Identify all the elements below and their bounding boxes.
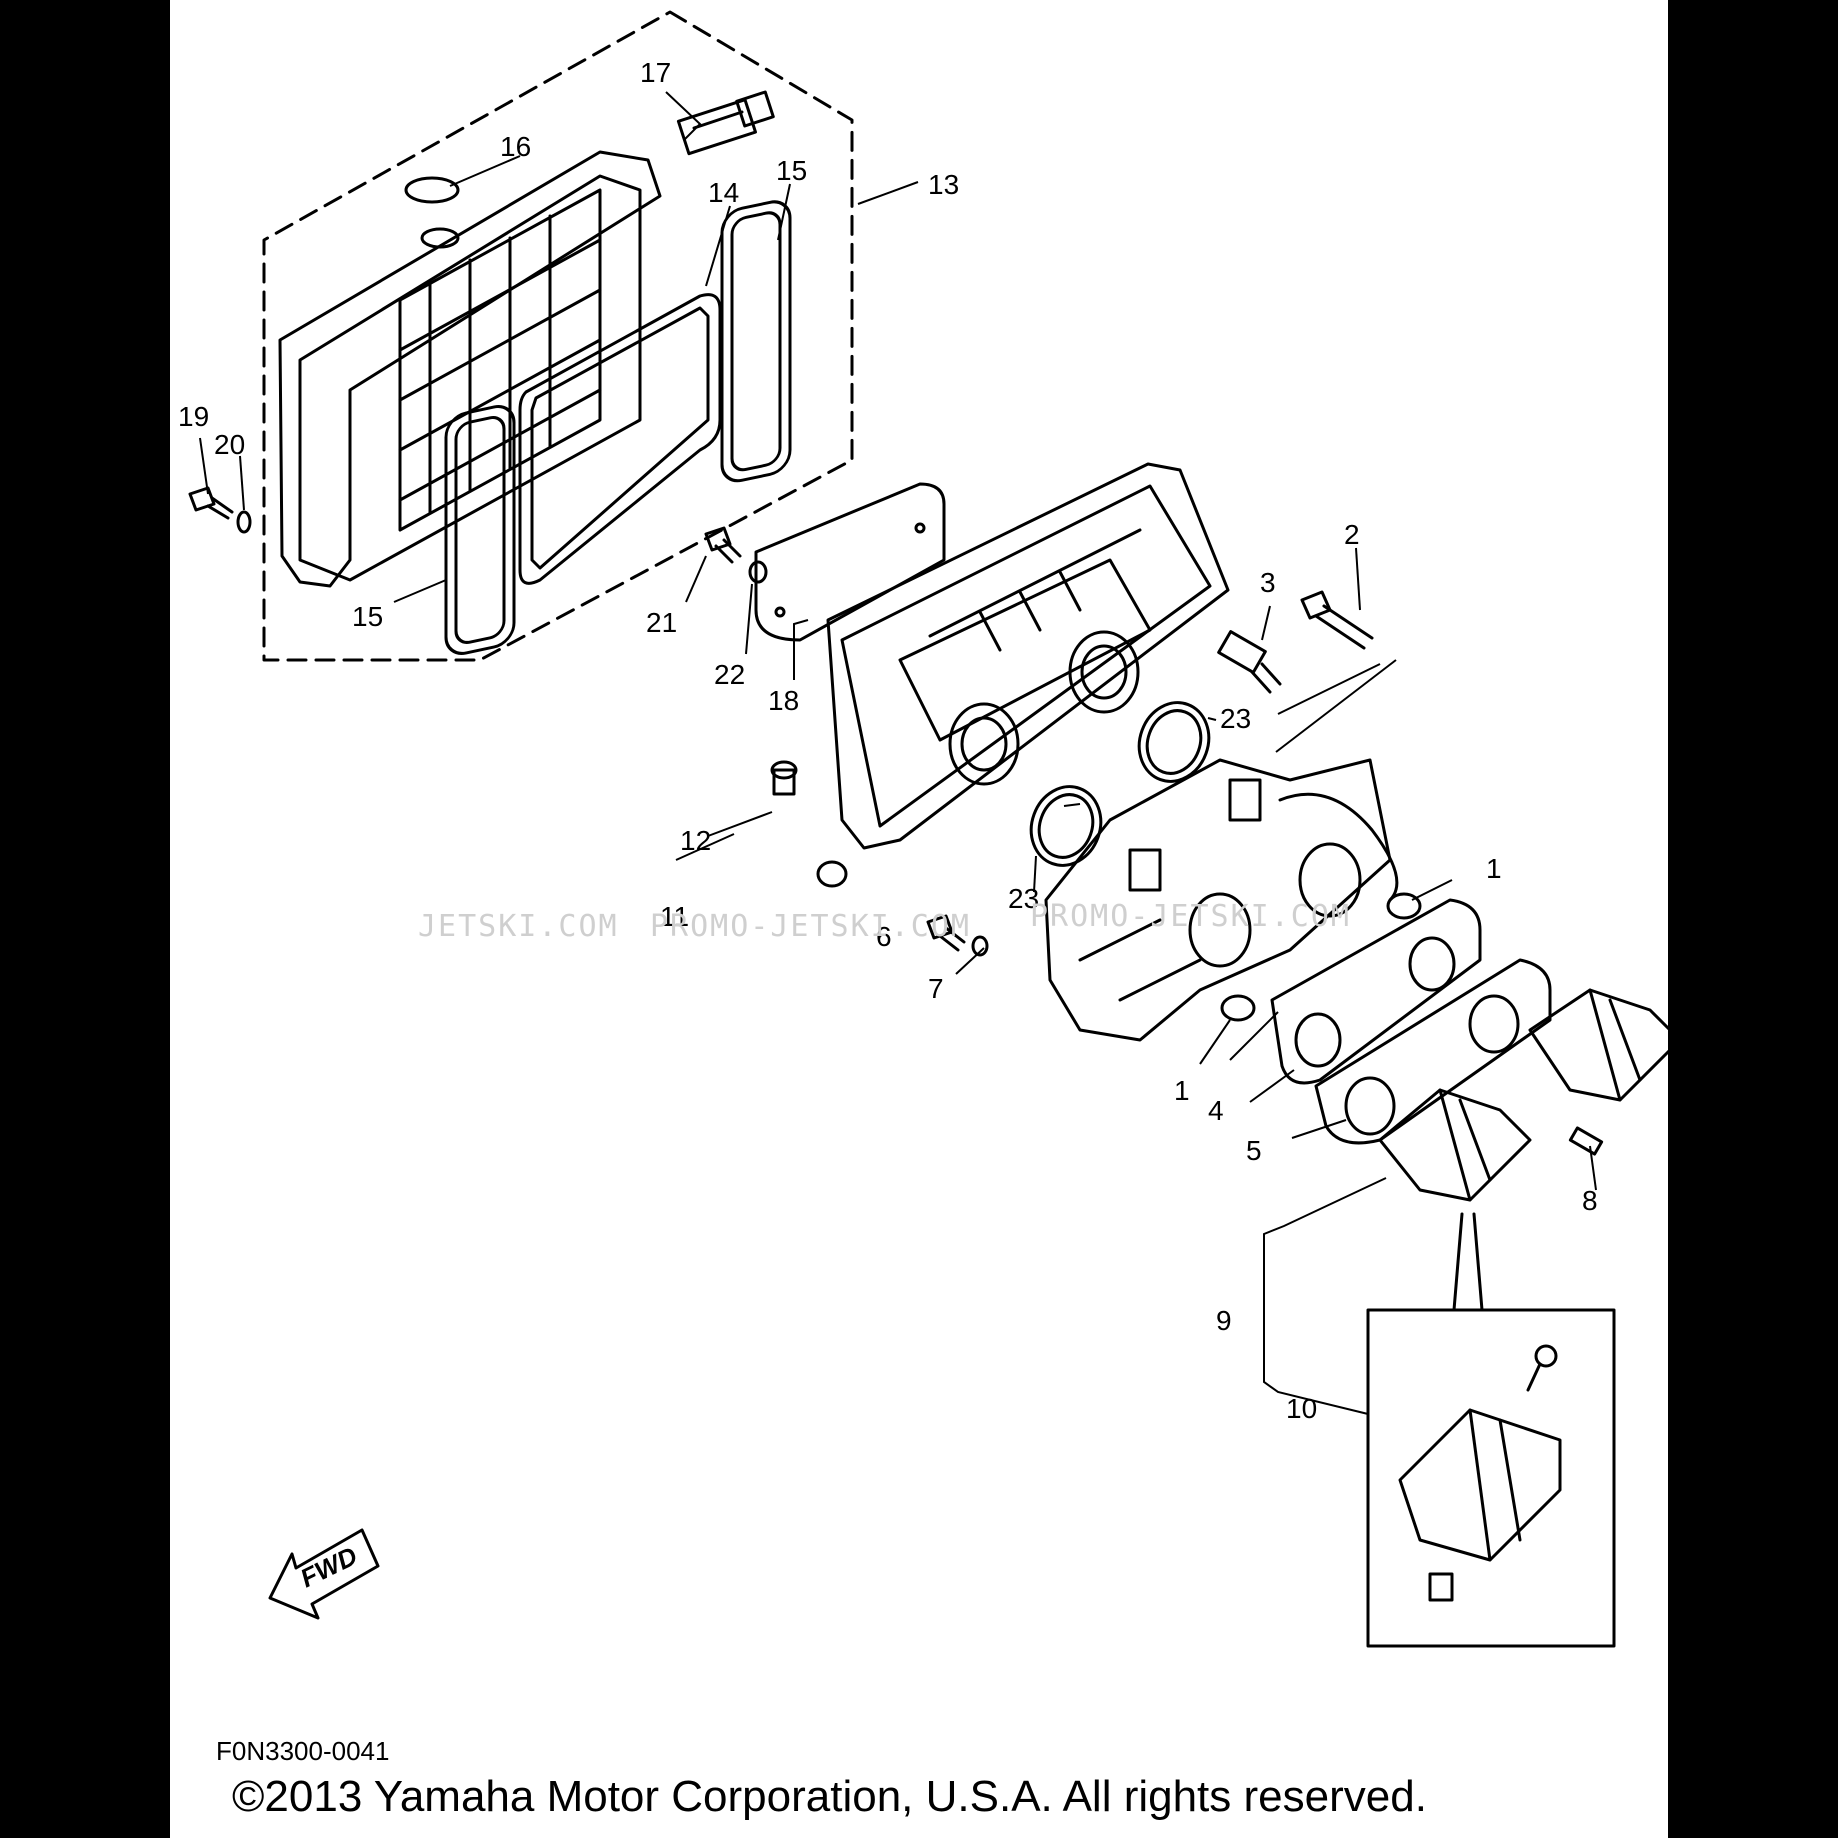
bolt-2 (1300, 590, 1374, 650)
collar-11 (816, 860, 848, 888)
clip-1-upper (1386, 892, 1422, 920)
callout-10: 10 (1286, 1393, 1317, 1424)
reed-detail-box (1366, 1308, 1616, 1648)
gasket-14 (518, 293, 722, 585)
seal-23-upper (1137, 701, 1211, 783)
callout-8: 8 (1582, 1185, 1598, 1216)
callout-7: 7 (928, 973, 944, 1004)
part-code: F0N3300-0041 (216, 1736, 390, 1766)
pin-8 (1568, 1126, 1604, 1156)
callout-23-lower: 23 (1008, 883, 1039, 914)
filter-element-15-right (720, 200, 792, 483)
clip-1-lower (1220, 994, 1256, 1022)
callout-16: 16 (500, 131, 531, 162)
cap-16 (404, 176, 460, 204)
callout-18: 18 (768, 685, 799, 716)
fwd-arrow-icon (268, 1528, 380, 1620)
stud-3 (1217, 630, 1282, 694)
washer-7 (971, 935, 989, 957)
connector-17 (676, 90, 775, 156)
callout-23-upper: 23 (1220, 703, 1251, 734)
bolt-19 (188, 486, 234, 520)
callout-1-lower: 1 (1174, 1075, 1190, 1106)
callout-15-left: 15 (352, 601, 383, 632)
seal-23-lower (1029, 785, 1103, 867)
callout-12: 12 (680, 825, 711, 856)
bolt-6 (926, 914, 966, 952)
throttle-body-assembly (1044, 758, 1399, 1042)
watermark: PROMO-JETSKI.COM (650, 909, 971, 944)
callout-15-right: 15 (776, 155, 807, 186)
assembly-boundary (262, 10, 854, 662)
filter-element-15-left (444, 405, 516, 655)
reed-valve-9-right (1528, 988, 1682, 1102)
bolt-21 (704, 526, 742, 564)
callout-17: 17 (640, 57, 671, 88)
callout-9: 9 (1216, 1305, 1232, 1336)
callout-5: 5 (1246, 1135, 1262, 1166)
callout-4: 4 (1208, 1095, 1224, 1126)
plate-18 (754, 482, 946, 642)
washer-22 (748, 560, 768, 584)
callout-11: 11 (660, 901, 689, 932)
callout-20: 20 (214, 429, 245, 460)
copyright-notice: ©2013 Yamaha Motor Corporation, U.S.A. A… (232, 1772, 1427, 1821)
callout-14: 14 (708, 177, 739, 208)
callout-13: 13 (928, 169, 959, 200)
callout-6: 6 (876, 921, 892, 952)
watermark: JETSKI.COM (418, 909, 619, 944)
reed-valve-9-left (1378, 1088, 1532, 1202)
callout-2: 2 (1344, 519, 1360, 550)
callout-19: 19 (178, 401, 209, 432)
intake-case (826, 462, 1230, 850)
callout-1-upper: 1 (1486, 853, 1502, 884)
reed-detail (1398, 1344, 1562, 1602)
watermark: PROMO-JETSKI.COM (1030, 899, 1351, 934)
airbox-housing (278, 150, 662, 588)
callout-3: 3 (1260, 567, 1276, 598)
spacer-5 (1314, 958, 1552, 1145)
grommet-12 (770, 760, 798, 796)
washer-20 (236, 510, 252, 534)
callout-22: 22 (714, 659, 745, 690)
callout-21: 21 (646, 607, 677, 638)
